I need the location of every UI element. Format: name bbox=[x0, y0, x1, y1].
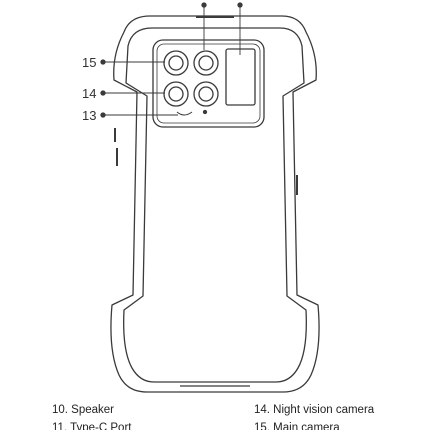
camera-lens-4-inner bbox=[198, 86, 214, 102]
legend-item-11: 11. Type-C Port bbox=[52, 422, 132, 430]
rear-display bbox=[225, 48, 256, 106]
leader-dot-top-left bbox=[201, 2, 207, 8]
leader-dot-14 bbox=[100, 90, 106, 96]
camera-lens-4 bbox=[193, 81, 219, 107]
main-camera-lens-inner bbox=[168, 55, 184, 71]
camera-module-inner bbox=[156, 43, 261, 124]
callout-15: 15 bbox=[82, 55, 96, 70]
leader-dot-13 bbox=[100, 112, 106, 118]
back-plate bbox=[123, 27, 307, 383]
night-vision-camera-lens-inner bbox=[168, 86, 184, 102]
sensor-dot bbox=[202, 109, 208, 115]
flash-arc bbox=[176, 111, 193, 116]
main-camera-lens bbox=[163, 50, 189, 76]
camera-module bbox=[152, 39, 265, 128]
leader-dot-15 bbox=[100, 59, 106, 65]
leader-dot-top-right bbox=[237, 2, 243, 8]
callout-13: 13 bbox=[82, 108, 96, 123]
legend-item-14: 14. Night vision camera bbox=[254, 404, 375, 416]
camera-lens-2 bbox=[193, 50, 219, 76]
legend-item-10: 10. Speaker bbox=[52, 404, 114, 416]
phone-outer-shell bbox=[110, 15, 320, 393]
camera-lens-2-inner bbox=[198, 55, 214, 71]
night-vision-camera-lens bbox=[163, 81, 189, 107]
legend-item-15: 15. Main camera bbox=[254, 422, 340, 430]
callout-14: 14 bbox=[82, 86, 96, 101]
